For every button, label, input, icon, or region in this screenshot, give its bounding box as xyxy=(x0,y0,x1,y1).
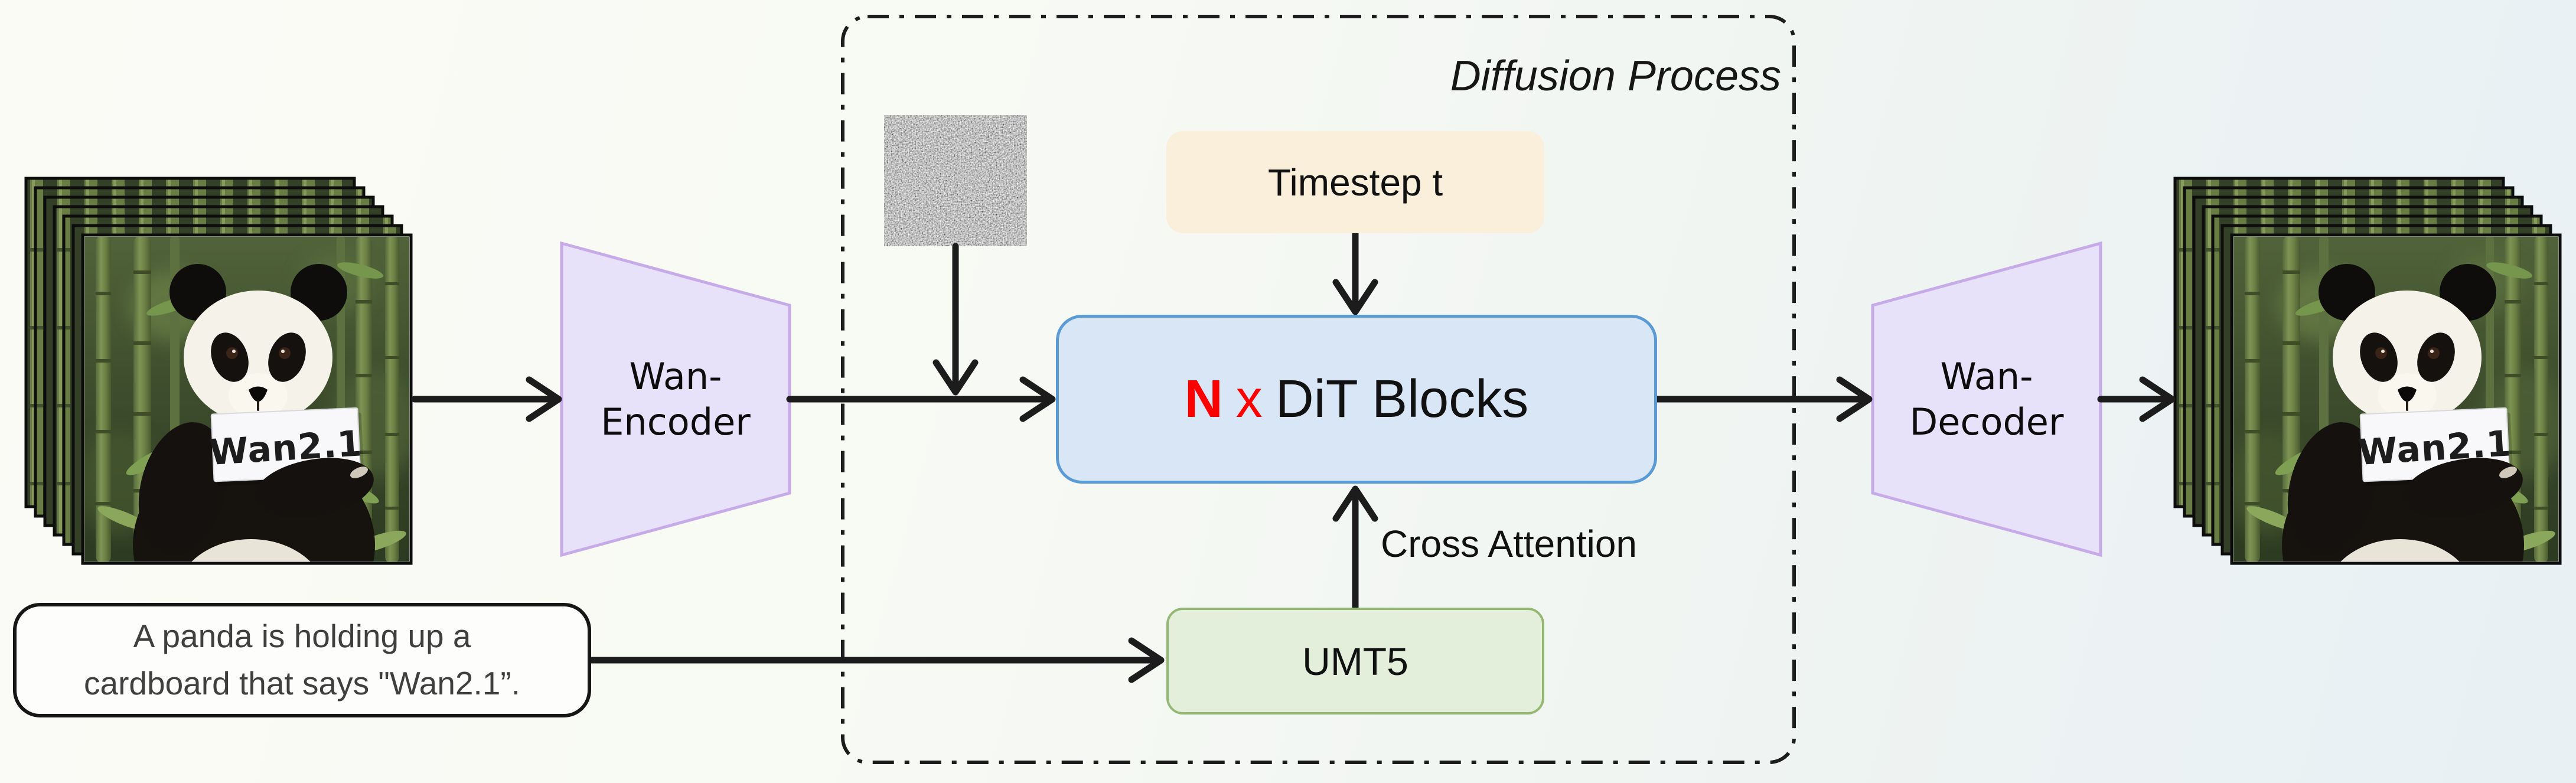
umt5-box: UMT5 xyxy=(1166,608,1544,715)
timestep-box: Timestep t xyxy=(1166,131,1544,233)
output-video-frames xyxy=(2175,178,2568,657)
wan-decoder-line1: Wan- xyxy=(1940,354,2033,398)
diagram-title: Diffusion Process xyxy=(1450,53,1781,100)
wan-encoder-label: Wan- Encoder xyxy=(562,243,790,555)
arrowhead-encoder-to-dit xyxy=(1019,376,1056,422)
dit-blocks-label: DiT Blocks xyxy=(1275,369,1529,429)
arrowhead-noise-down xyxy=(932,359,979,396)
noise-image xyxy=(884,115,1027,246)
diffusion-process-container xyxy=(841,15,1796,764)
wan-decoder-line2: Decoder xyxy=(1909,400,2064,443)
prompt-line1: A panda is holding up a xyxy=(133,618,471,655)
umt5-label: UMT5 xyxy=(1302,639,1408,683)
dit-n-count: N xyxy=(1184,369,1223,429)
prompt-box: A panda is holding up a cardboard that s… xyxy=(13,603,591,717)
dit-blocks-box: N x DiT Blocks xyxy=(1056,315,1657,484)
cross-attention-label: Cross Attention xyxy=(1381,523,1637,565)
wan-encoder-shape xyxy=(560,241,791,557)
wan-decoder-shape xyxy=(1871,241,2102,557)
arrowhead-prompt-to-umt5 xyxy=(1128,637,1165,683)
input-video-frames xyxy=(26,178,419,657)
arrows xyxy=(411,230,2176,683)
wan-encoder-line2: Encoder xyxy=(601,400,751,443)
wan-decoder-label: Wan- Decoder xyxy=(1873,243,2101,555)
arrowhead-decoder-to-frames xyxy=(2139,376,2176,422)
timestep-label: Timestep t xyxy=(1267,161,1443,204)
prompt-line2: cardboard that says "Wan2.1”. xyxy=(84,665,520,702)
arrowhead-dit-to-decoder xyxy=(1836,376,1873,422)
arrowhead-frames-to-encoder xyxy=(526,376,562,422)
arrowhead-umt5-to-dit xyxy=(1332,485,1378,522)
dit-times: x xyxy=(1235,369,1263,429)
arrowhead-timestep-to-dit xyxy=(1332,279,1378,315)
wan-encoder-line1: Wan- xyxy=(629,354,722,398)
